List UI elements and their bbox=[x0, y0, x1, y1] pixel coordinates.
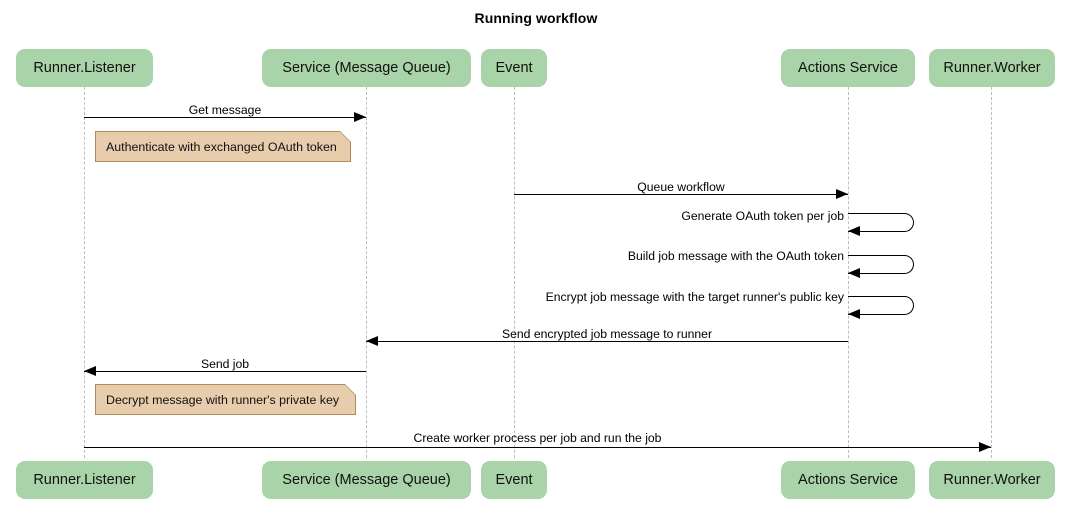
lifeline-service-queue bbox=[366, 87, 367, 458]
message-line-send-encrypted-job-message bbox=[366, 341, 848, 342]
participant-label: Runner.Listener bbox=[33, 472, 136, 488]
message-label-encrypt-job-message: Encrypt job message with the target runn… bbox=[545, 290, 844, 304]
arrowhead-send-encrypted-job-message bbox=[366, 336, 378, 346]
participant-label: Runner.Worker bbox=[943, 472, 1041, 488]
participant-service-queue-top[interactable]: Service (Message Queue) bbox=[262, 49, 471, 87]
participant-runner-listener-bottom[interactable]: Runner.Listener bbox=[16, 461, 153, 499]
participant-runner-worker-top[interactable]: Runner.Worker bbox=[929, 49, 1055, 87]
participant-label: Service (Message Queue) bbox=[282, 472, 451, 488]
participant-runner-worker-bottom[interactable]: Runner.Worker bbox=[929, 461, 1055, 499]
self-loop-encrypt-job-message bbox=[848, 296, 914, 315]
note-decrypt: Decrypt message with runner's private ke… bbox=[95, 384, 356, 415]
message-line-get-message bbox=[84, 117, 366, 118]
arrowhead-generate-oauth-token bbox=[848, 226, 860, 236]
message-line-send-job bbox=[84, 371, 366, 372]
arrowhead-build-job-message bbox=[848, 268, 860, 278]
note-fold-highlight-icon bbox=[345, 384, 356, 395]
participant-runner-listener-top[interactable]: Runner.Listener bbox=[16, 49, 153, 87]
self-loop-build-job-message bbox=[848, 255, 914, 274]
lifeline-runner-listener bbox=[84, 87, 85, 458]
arrowhead-send-job bbox=[84, 366, 96, 376]
message-label-get-message: Get message bbox=[188, 103, 262, 117]
self-loop-generate-oauth-token bbox=[848, 213, 914, 232]
participant-label: Runner.Listener bbox=[33, 60, 136, 76]
participant-actions-service-bottom[interactable]: Actions Service bbox=[781, 461, 915, 499]
message-label-queue-workflow: Queue workflow bbox=[637, 180, 725, 194]
participant-label: Event bbox=[495, 60, 533, 76]
message-label-build-job-message: Build job message with the OAuth token bbox=[627, 249, 844, 263]
participant-label: Event bbox=[495, 472, 533, 488]
note-text: Decrypt message with runner's private ke… bbox=[106, 392, 340, 407]
participant-label: Actions Service bbox=[798, 60, 898, 76]
message-label-create-worker-process: Create worker process per job and run th… bbox=[413, 431, 662, 445]
message-label-send-encrypted-job-message: Send encrypted job message to runner bbox=[501, 327, 713, 341]
message-line-queue-workflow bbox=[514, 194, 848, 195]
participant-label: Runner.Worker bbox=[943, 60, 1041, 76]
participant-label: Actions Service bbox=[798, 472, 898, 488]
lifeline-runner-worker bbox=[991, 87, 992, 458]
note-authenticate: Authenticate with exchanged OAuth token bbox=[95, 131, 351, 162]
message-line-create-worker-process bbox=[84, 447, 991, 448]
note-fold-highlight-icon bbox=[340, 131, 351, 142]
arrowhead-queue-workflow bbox=[836, 189, 848, 199]
participant-service-queue-bottom[interactable]: Service (Message Queue) bbox=[262, 461, 471, 499]
arrowhead-create-worker-process bbox=[979, 442, 991, 452]
page-title: Running workflow bbox=[474, 10, 598, 26]
participant-event-bottom[interactable]: Event bbox=[481, 461, 547, 499]
participant-event-top[interactable]: Event bbox=[481, 49, 547, 87]
arrowhead-get-message bbox=[354, 112, 366, 122]
lifeline-event bbox=[514, 87, 515, 458]
message-label-send-job: Send job bbox=[200, 357, 250, 371]
participant-label: Service (Message Queue) bbox=[282, 60, 451, 76]
arrowhead-encrypt-job-message bbox=[848, 309, 860, 319]
participant-actions-service-top[interactable]: Actions Service bbox=[781, 49, 915, 87]
note-text: Authenticate with exchanged OAuth token bbox=[106, 139, 337, 154]
message-label-generate-oauth-token: Generate OAuth token per job bbox=[681, 209, 844, 223]
